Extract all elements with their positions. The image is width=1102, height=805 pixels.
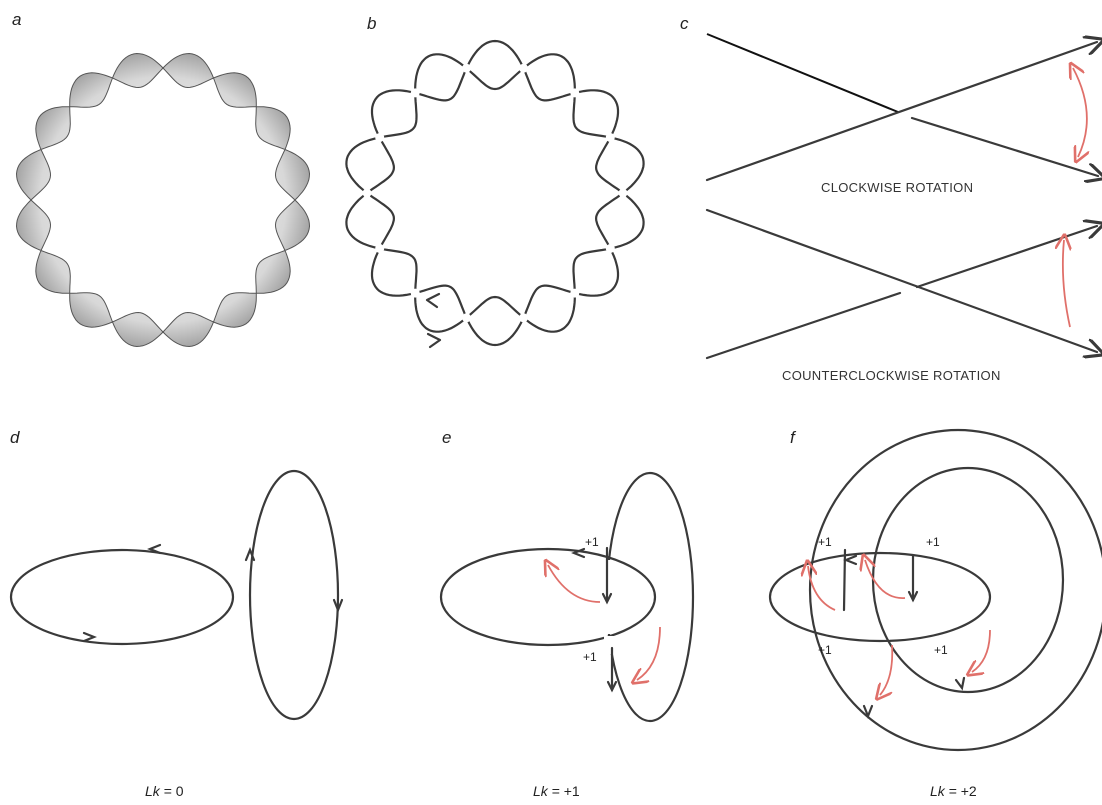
- strand-arrow-icon: [426, 332, 442, 349]
- rotation-arrow: [637, 626, 661, 680]
- crossing-line-upper: [706, 33, 899, 113]
- loop-arrow-icon: [147, 543, 162, 555]
- crossing-rotation-top: [705, 33, 1098, 182]
- crossing-line-over: [705, 208, 1097, 352]
- strand-crossing-gap: [605, 133, 615, 142]
- crossing-label: +1: [934, 643, 948, 657]
- linking-number-e: Lk = +1: [533, 783, 580, 799]
- duplex-ring: [345, 39, 645, 349]
- panel-letter-e: e: [442, 428, 452, 447]
- linking-number-f: Lk = +2: [930, 783, 977, 799]
- rotation-arrow: [808, 566, 836, 611]
- loop-arrow-icon: [82, 631, 97, 643]
- crossing-label: +1: [818, 535, 832, 549]
- crossing-line-under-start: [705, 291, 902, 360]
- strand-crossing-gap: [375, 133, 385, 142]
- lk-symbol: Lk: [145, 783, 160, 799]
- rotation-arrow: [865, 560, 906, 599]
- lk-value: = +1: [551, 783, 580, 799]
- outer-front-segment: [842, 548, 847, 612]
- loop-arrow-icon: [843, 554, 858, 566]
- loop-arrow-icon: [907, 590, 919, 603]
- horizontal-loop: [9, 548, 235, 646]
- vertical-loop: [248, 469, 340, 721]
- strand-2: [345, 53, 645, 347]
- counterclockwise-caption: COUNTERCLOCKWISE ROTATION: [782, 368, 1001, 383]
- ribbon-shape: [15, 52, 311, 348]
- linked-loops-plus1: [439, 471, 695, 723]
- lk-value: = 0: [163, 783, 184, 799]
- clockwise-caption: CLOCKWISE ROTATION: [821, 180, 974, 195]
- strand-crossing-gap: [519, 313, 528, 323]
- crossing-line-upper-end: [910, 116, 1098, 176]
- horizontal-loop: [439, 547, 657, 647]
- loop-arrow-icon: [862, 704, 874, 719]
- strand-1: [345, 39, 645, 333]
- counterclockwise-rotation-arrow: [1063, 240, 1070, 328]
- horizontal-loop: [768, 551, 992, 643]
- panel-letter-b: b: [367, 14, 377, 33]
- strand-crossing-gap: [410, 288, 420, 298]
- loop-arrow-icon: [571, 547, 586, 559]
- loop-arrow-icon: [954, 676, 966, 691]
- crossing-line-lower: [705, 42, 1097, 182]
- strand-crossing-gap: [362, 188, 372, 198]
- linked-loops-plus2: [768, 428, 1102, 752]
- crossing-rotation-bottom: [705, 208, 1097, 360]
- strand-arrow-icon: [425, 292, 441, 309]
- rotation-arrow: [548, 565, 601, 603]
- outer-loop: [808, 428, 1102, 752]
- panel-letter-d: d: [10, 428, 20, 447]
- unlinked-loops: [9, 469, 344, 721]
- strand-crossing-gap: [605, 244, 615, 253]
- loop-arrow-icon: [332, 598, 344, 613]
- rotation-arrow: [972, 629, 991, 672]
- strand-crossing-gap: [570, 88, 580, 98]
- strand-crossing-gap: [462, 313, 471, 323]
- panel-letter-a: a: [12, 10, 22, 29]
- crossing-label: +1: [818, 643, 832, 657]
- rotation-arrow: [880, 644, 894, 695]
- lk-symbol: Lk: [930, 783, 945, 799]
- crossing-label: +1: [926, 535, 940, 549]
- twisted-ribbon: [15, 52, 311, 348]
- panel-letter-c: c: [680, 14, 689, 33]
- loop-arrow-icon: [601, 592, 613, 605]
- crossing-line-under-end: [915, 226, 1097, 289]
- clockwise-rotation-arrow: [1073, 68, 1087, 157]
- loop-arrow-icon: [606, 680, 618, 693]
- linking-number-d: Lk = 0: [145, 783, 184, 799]
- strand-crossing-gap: [462, 63, 471, 73]
- lk-symbol: Lk: [533, 783, 548, 799]
- strand-crossing-gap: [570, 288, 580, 298]
- vertical-loop: [605, 471, 695, 723]
- crossing-label: +1: [583, 650, 597, 664]
- strand-crossing-gap: [410, 88, 420, 98]
- strand-crossing-gap: [519, 63, 528, 73]
- strand-crossing-gap: [618, 188, 628, 198]
- lk-value: = +2: [948, 783, 977, 799]
- crossing-label: +1: [585, 535, 599, 549]
- loop-arrow-icon: [244, 547, 256, 562]
- panel-letter-f: f: [790, 428, 795, 447]
- strand-crossing-gap: [375, 244, 385, 253]
